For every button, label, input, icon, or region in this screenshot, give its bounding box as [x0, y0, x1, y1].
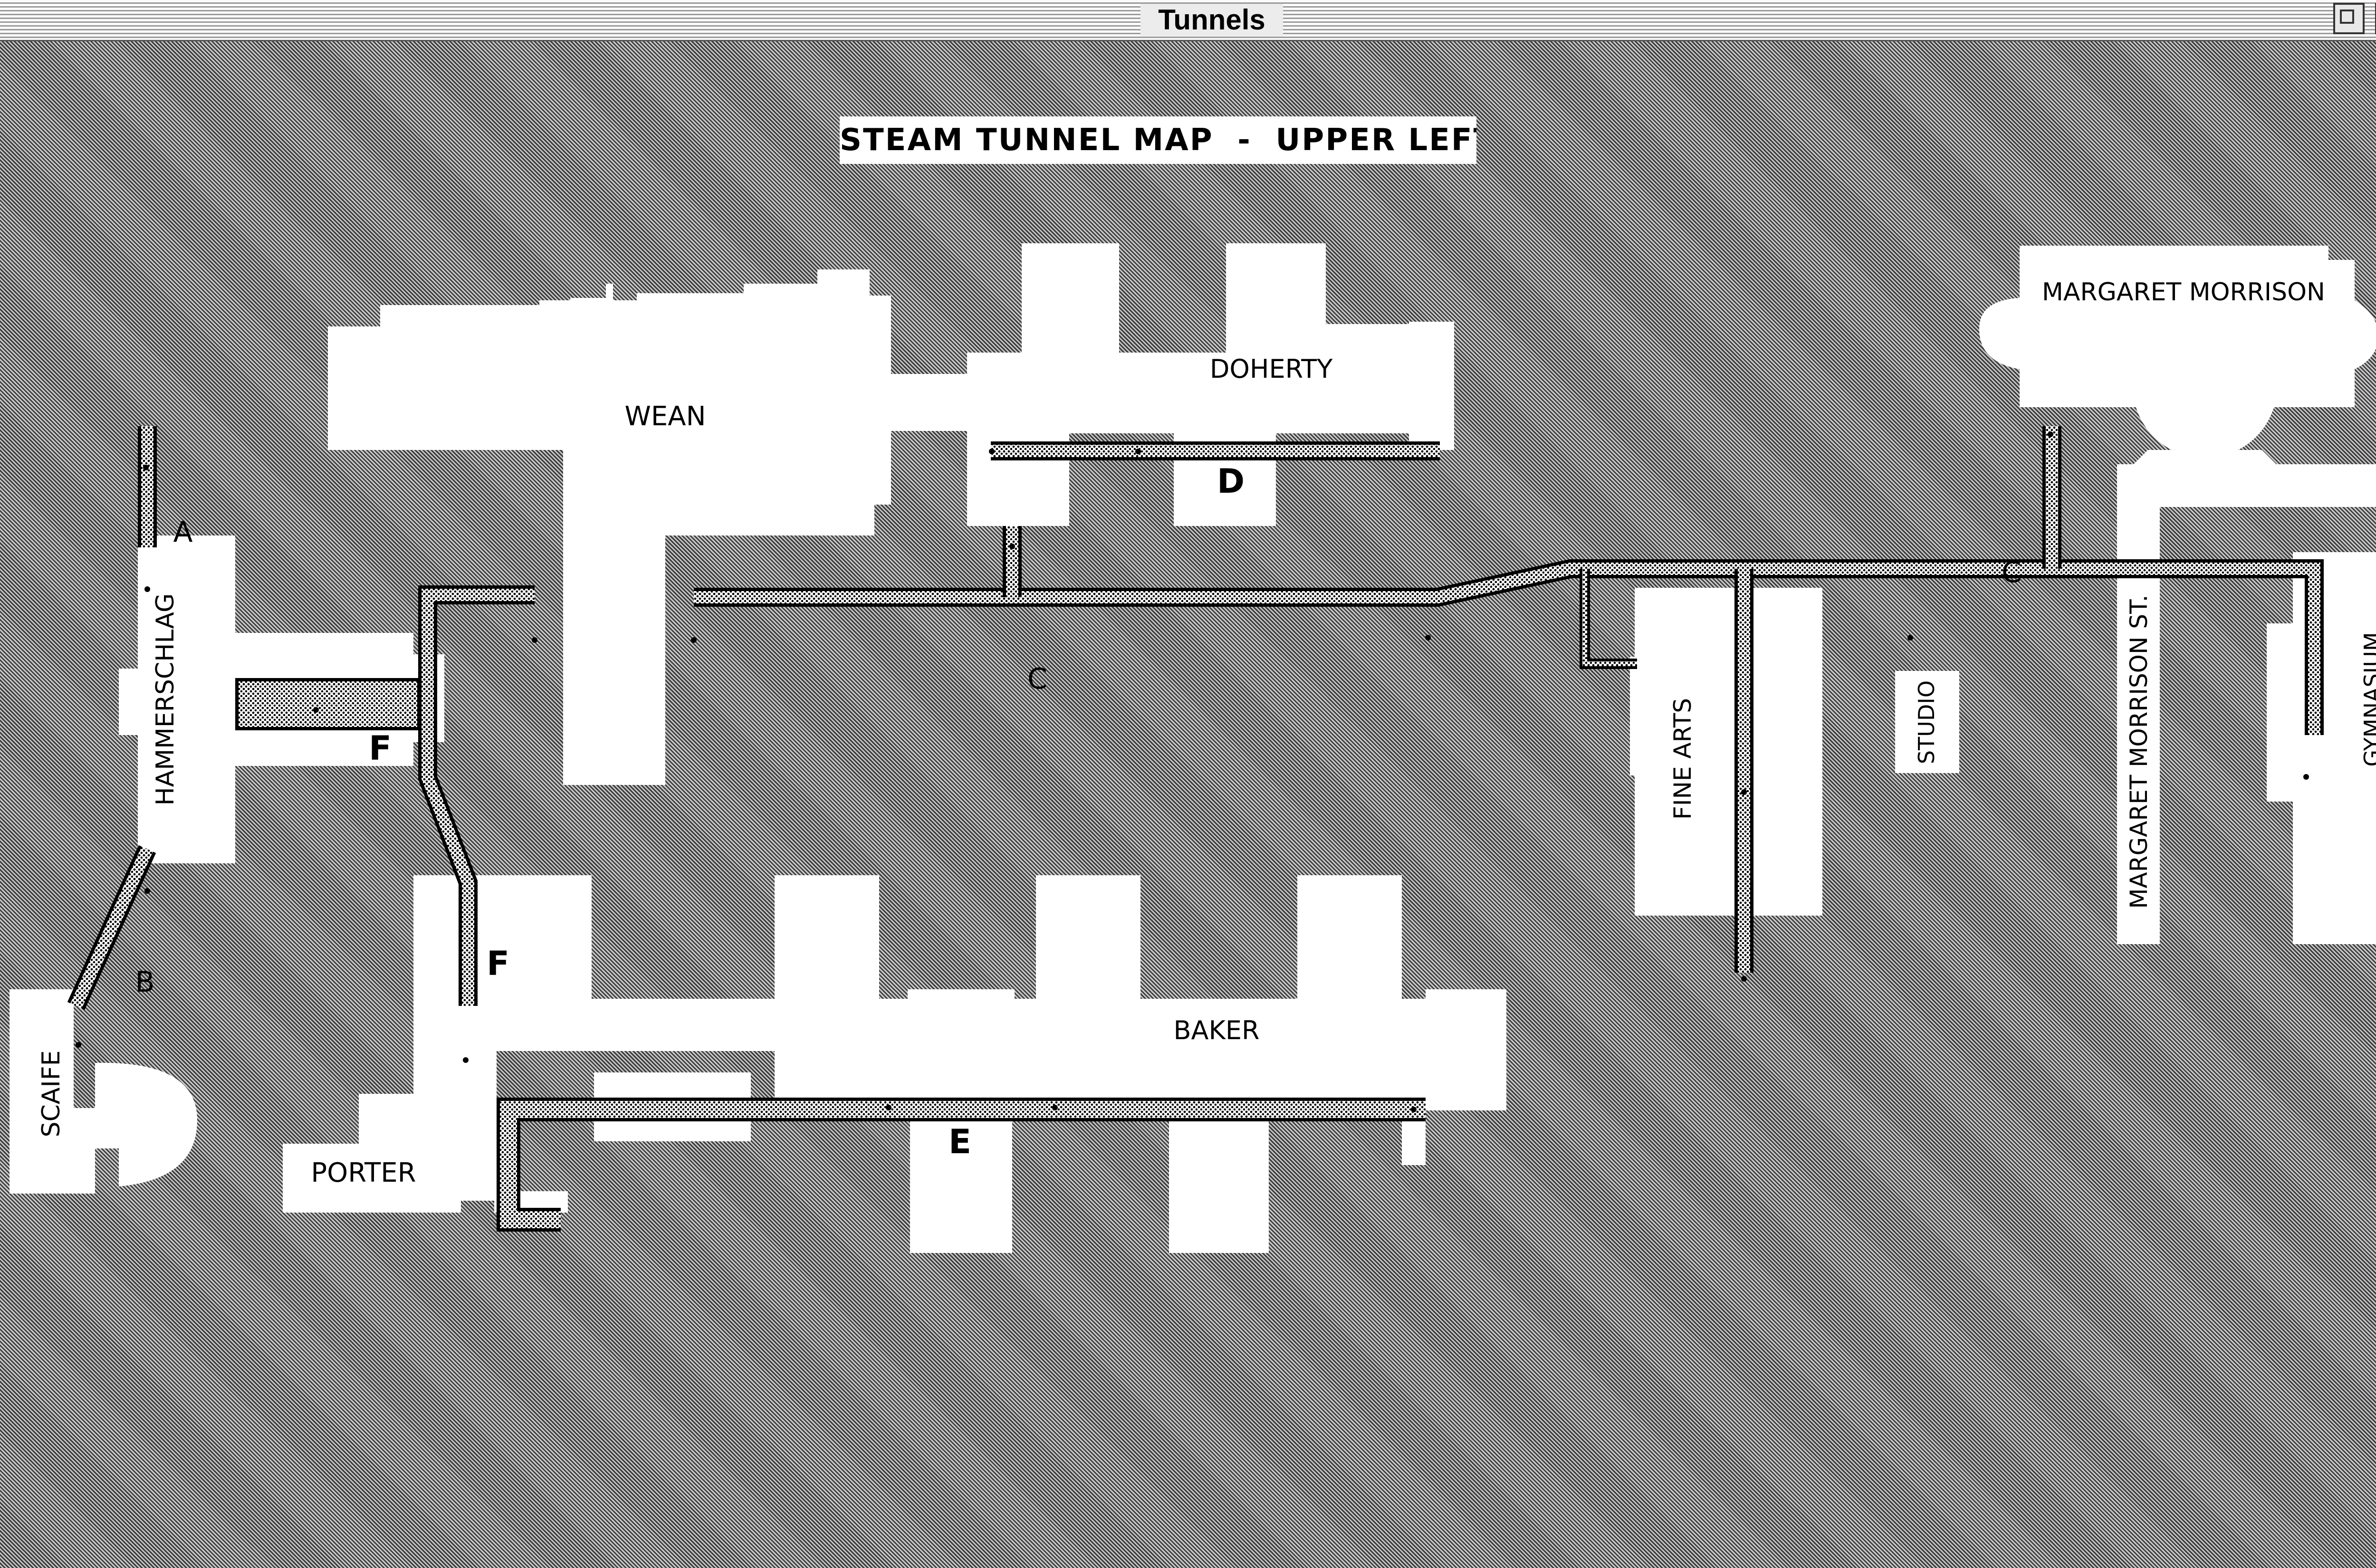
access-point-icon[interactable]	[1736, 971, 1752, 987]
access-point-icon[interactable]	[686, 632, 702, 648]
zoom-box-icon[interactable]	[2333, 3, 2365, 34]
building-wean: WEAN	[328, 269, 967, 785]
building-gymnasium: GYMNASIUM	[2267, 552, 2376, 944]
map-canvas[interactable]: WEAN DOHERTY MARGARET MORRISON MARGARET …	[0, 41, 2376, 1568]
label-studio: STUDIO	[1914, 680, 1939, 764]
window-title-bar[interactable]: Tunnels	[0, 0, 2376, 41]
tunnel-label-e: E	[948, 1122, 971, 1161]
label-baker: BAKER	[1173, 1015, 1259, 1045]
label-porter: PORTER	[311, 1157, 416, 1188]
tunnel-label-a: A	[173, 516, 192, 549]
tunnel-label-c-main: C	[1027, 662, 1047, 696]
label-hammerschlag: HAMMERSCHLAG	[151, 593, 180, 806]
access-point-icon[interactable]	[527, 632, 543, 648]
building-fine-arts: FINE ARTS	[1630, 588, 1822, 916]
tunnel-c-main	[694, 559, 2324, 735]
label-margaret-morrison: MARGARET MORRISON	[2042, 278, 2325, 306]
building-scaife: SCAIFE	[10, 989, 197, 1194]
street-margaret-morrison-st: MARGARET MORRISON ST.	[2117, 464, 2376, 944]
access-point-icon[interactable]	[139, 883, 155, 899]
tunnel-label-b: B	[135, 966, 154, 999]
tunnel-label-c-east: C	[2002, 556, 2022, 589]
label-wean: WEAN	[625, 401, 706, 432]
tunnel-map-drawing: WEAN DOHERTY MARGARET MORRISON MARGARET …	[10, 243, 2376, 1253]
tunnel-label-f-west: F	[369, 729, 392, 768]
tunnel-f-south	[418, 585, 535, 1006]
window-shade-icon[interactable]	[2375, 3, 2376, 34]
steam-tunnels	[67, 426, 2324, 1232]
label-scaife: SCAIFE	[37, 1051, 66, 1138]
tunnel-c-fine-arts-stub	[1580, 569, 1637, 669]
tunnel-f-west	[235, 678, 421, 730]
access-point-icon[interactable]	[1420, 630, 1436, 646]
label-gymnasium: GYMNASIUM	[2359, 632, 2376, 766]
tunnel-label-f-south: F	[487, 944, 509, 983]
label-margaret-morrison-st: MARGARET MORRISON ST.	[2125, 594, 2153, 908]
tunnel-b	[67, 845, 156, 1010]
map-title: STEAM TUNNEL MAP - UPPER LEFT	[840, 116, 1476, 164]
label-doherty: DOHERTY	[1210, 354, 1333, 384]
tunnel-label-d: D	[1217, 462, 1245, 501]
building-baker: BAKER	[756, 875, 1506, 1253]
label-fine-arts: FINE ARTS	[1669, 698, 1696, 820]
window-title: Tunnels	[1140, 4, 1283, 36]
building-doherty: DOHERTY	[967, 243, 1454, 526]
access-point-icon[interactable]	[1902, 630, 1918, 646]
building-studio: STUDIO	[1895, 671, 1959, 773]
tunnel-e	[497, 1098, 1426, 1232]
building-margaret-morrison: MARGARET MORRISON	[1979, 246, 2376, 464]
